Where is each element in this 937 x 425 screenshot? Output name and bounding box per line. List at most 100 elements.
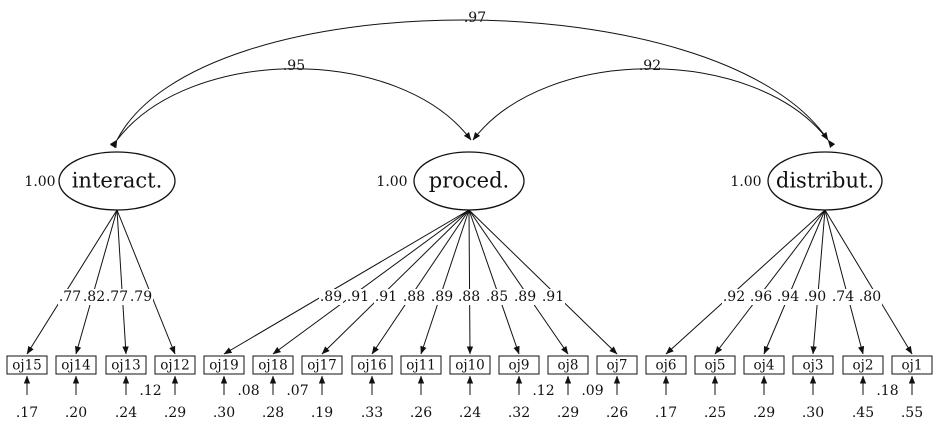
loading-label-bg bbox=[129, 289, 153, 305]
error-variance-label: .30 bbox=[213, 405, 235, 421]
indicator-label: oj8 bbox=[558, 358, 579, 374]
loading-arrow-oj16 bbox=[371, 209, 470, 355]
factor-distribut-ellipse bbox=[767, 151, 883, 211]
loading-arrow-oj11 bbox=[420, 209, 470, 355]
indicator-label: oj9 bbox=[509, 358, 530, 374]
loading-arrow-oj6 bbox=[665, 209, 826, 355]
loading-label: .77 bbox=[106, 289, 128, 305]
correlation-arc-interact-distribut bbox=[110, 19, 829, 149]
indicator-box-oj6 bbox=[645, 355, 687, 375]
error-covariance-label: .08 bbox=[237, 383, 259, 399]
correlation-label: .97 bbox=[464, 10, 486, 26]
loading-label-bg bbox=[430, 289, 454, 305]
loading-arrow-oj5 bbox=[714, 209, 826, 355]
error-covariance-label: .09 bbox=[581, 383, 603, 399]
loading-label-bg bbox=[541, 289, 565, 305]
error-variance-label: .24 bbox=[115, 405, 137, 421]
loading-arrow-oj19 bbox=[223, 209, 470, 355]
loading-label-bg bbox=[831, 289, 855, 305]
error-variance-label: .20 bbox=[65, 405, 87, 421]
indicator-box-oj2 bbox=[842, 355, 884, 375]
indicator-box-oj4 bbox=[743, 355, 785, 375]
indicator-box-oj11 bbox=[400, 355, 442, 375]
loading-label-bg bbox=[58, 289, 82, 305]
error-variance-label: .29 bbox=[164, 405, 186, 421]
loading-label-bg bbox=[749, 289, 773, 305]
error-covariance-label: .18 bbox=[876, 383, 898, 399]
factor-proced-ellipse bbox=[413, 151, 525, 211]
loading-label-bg bbox=[722, 289, 746, 305]
indicator-label: oj1 bbox=[902, 358, 923, 374]
error-covariance-label: .07 bbox=[286, 383, 308, 399]
indicator-label: oj2 bbox=[853, 358, 874, 374]
indicator-box-oj9 bbox=[498, 355, 540, 375]
loading-label-bg bbox=[803, 289, 827, 305]
loading-label: .74 bbox=[832, 289, 854, 305]
indicator-box-oj18 bbox=[252, 355, 294, 375]
indicator-box-oj15 bbox=[6, 355, 48, 375]
indicator-label: oj3 bbox=[803, 358, 824, 374]
correlation-label: .92 bbox=[639, 58, 661, 74]
factor-proced-label: proced. bbox=[429, 169, 509, 193]
loading-label: .91 bbox=[347, 289, 369, 305]
loading-arrow-oj2 bbox=[824, 209, 865, 355]
loading-arrow-oj8 bbox=[468, 209, 569, 355]
correlation-arc-interact-proced bbox=[109, 68, 472, 148]
loading-label-bg bbox=[402, 289, 426, 305]
loading-label-bg bbox=[105, 289, 129, 305]
indicator-label: oj10 bbox=[455, 358, 485, 374]
indicator-label: oj11 bbox=[406, 358, 436, 374]
indicator-box-oj14 bbox=[55, 355, 97, 375]
loading-label-bg bbox=[858, 289, 882, 305]
indicator-label: oj6 bbox=[656, 358, 677, 374]
error-variance-label: .55 bbox=[901, 405, 923, 421]
indicator-box-oj7 bbox=[596, 355, 638, 375]
factor-interact-ellipse bbox=[58, 151, 176, 211]
error-variance-label: .17 bbox=[655, 405, 677, 421]
loading-arrow-oj7 bbox=[468, 209, 618, 355]
loading-label: .96 bbox=[750, 289, 772, 305]
loading-label: .80 bbox=[859, 289, 881, 305]
indicator-box-oj1 bbox=[891, 355, 933, 375]
indicator-label: oj5 bbox=[705, 358, 726, 374]
loading-label: .85 bbox=[486, 289, 508, 305]
loading-arrow-oj18 bbox=[272, 209, 470, 355]
loading-label-bg bbox=[457, 289, 481, 305]
indicator-label: oj17 bbox=[307, 358, 337, 374]
error-variance-label: .24 bbox=[459, 405, 481, 421]
error-variance-label: .17 bbox=[16, 405, 38, 421]
loading-label: .92 bbox=[723, 289, 745, 305]
loading-label: .90 bbox=[804, 289, 826, 305]
error-covariance-label: .12 bbox=[139, 383, 161, 399]
error-variance-label: .45 bbox=[852, 405, 874, 421]
error-variance-label: .28 bbox=[262, 405, 284, 421]
error-variance-label: .25 bbox=[704, 405, 726, 421]
loading-arrow-oj4 bbox=[763, 209, 826, 355]
error-variance-label: .29 bbox=[557, 405, 579, 421]
factor-variance-label: 1.00 bbox=[730, 174, 761, 190]
loading-label: .82 bbox=[83, 289, 105, 305]
loading-label-bg bbox=[513, 289, 537, 305]
indicator-label: oj19 bbox=[209, 358, 239, 374]
indicator-box-oj5 bbox=[694, 355, 736, 375]
loading-label-bg bbox=[82, 289, 106, 305]
loading-label: .89 bbox=[320, 289, 342, 305]
indicator-box-oj10 bbox=[449, 355, 491, 375]
correlation-arc-distribut-proced bbox=[472, 68, 836, 148]
loading-label-bg bbox=[346, 289, 370, 305]
indicator-label: oj14 bbox=[61, 358, 91, 374]
indicator-label: oj12 bbox=[160, 358, 190, 374]
loading-label-bg bbox=[374, 289, 398, 305]
loading-label: .94 bbox=[777, 289, 799, 305]
indicator-label: oj18 bbox=[258, 358, 288, 374]
loading-label: .89 bbox=[514, 289, 536, 305]
loading-label: .88 bbox=[458, 289, 480, 305]
error-variance-label: .26 bbox=[606, 405, 628, 421]
loading-label: .89 bbox=[431, 289, 453, 305]
indicator-label: oj16 bbox=[357, 358, 387, 374]
loading-arrow-oj13 bbox=[116, 209, 129, 355]
loading-arrow-oj15 bbox=[26, 209, 118, 355]
indicator-box-oj16 bbox=[351, 355, 393, 375]
loading-arrow-oj14 bbox=[75, 209, 118, 355]
indicator-box-oj12 bbox=[154, 355, 196, 375]
